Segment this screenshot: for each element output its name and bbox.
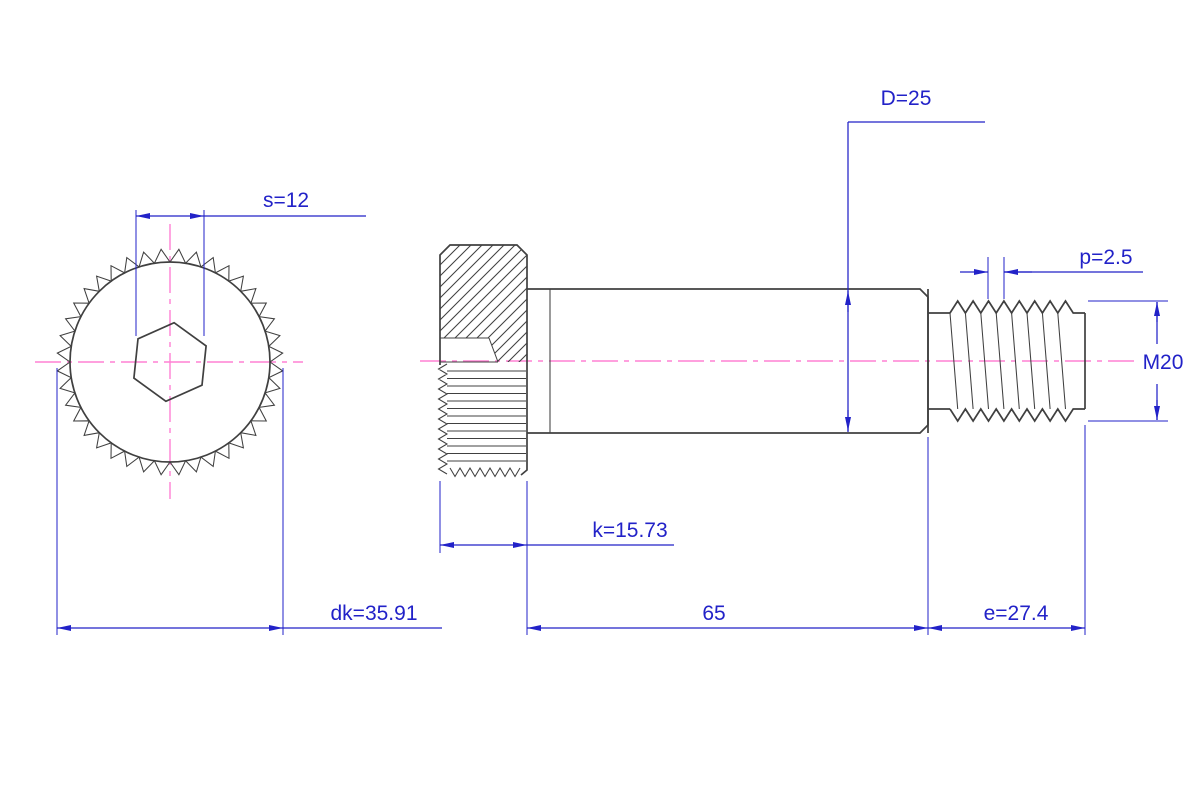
end-view — [56, 248, 284, 476]
thread-crest-bottom-profile — [949, 407, 1085, 423]
dim-socket-width: s=12 — [135, 189, 366, 336]
head-bottom-serrated-edge — [449, 466, 521, 478]
dim-head-length: k=15.73 — [439, 481, 674, 553]
dim-label-thread-designation: M20 — [1143, 351, 1184, 374]
dim-label-head-length: k=15.73 — [592, 519, 667, 542]
dim-label-socket-width: s=12 — [263, 189, 309, 212]
head-outline — [439, 244, 528, 476]
dim-thread-designation: M20 — [1088, 300, 1184, 422]
side-view — [437, 244, 1086, 478]
dim-shoulder-length: 65 — [526, 437, 929, 635]
dim-head-diameter: dk=35.91 — [56, 368, 442, 635]
dim-label-thread-length: e=27.4 — [984, 602, 1049, 625]
knurl-relief-diagonal — [488, 337, 499, 363]
dim-label-head-diameter: dk=35.91 — [331, 602, 418, 625]
dim-thread-pitch: p=2.5 — [960, 246, 1143, 299]
head-left-serrated-edge — [437, 363, 449, 475]
head-knurl-ridges — [447, 370, 526, 462]
dim-thread-length: e=27.4 — [928, 425, 1086, 635]
dim-label-thread-pitch: p=2.5 — [1079, 246, 1132, 269]
thread-crest-top-profile — [949, 299, 1085, 315]
thread-flank-lines — [949, 312, 1067, 410]
dim-shoulder-diameter: D=25 — [845, 87, 985, 432]
dim-label-shoulder-diameter: D=25 — [881, 87, 932, 110]
head-knurl-hatching — [440, 245, 527, 362]
dim-label-shoulder-length: 65 — [702, 602, 725, 625]
hex-socket — [133, 321, 207, 403]
head-outer-circle — [69, 261, 271, 463]
dimensions: s=12 D=25 p=2.5 M20 — [56, 87, 1184, 635]
